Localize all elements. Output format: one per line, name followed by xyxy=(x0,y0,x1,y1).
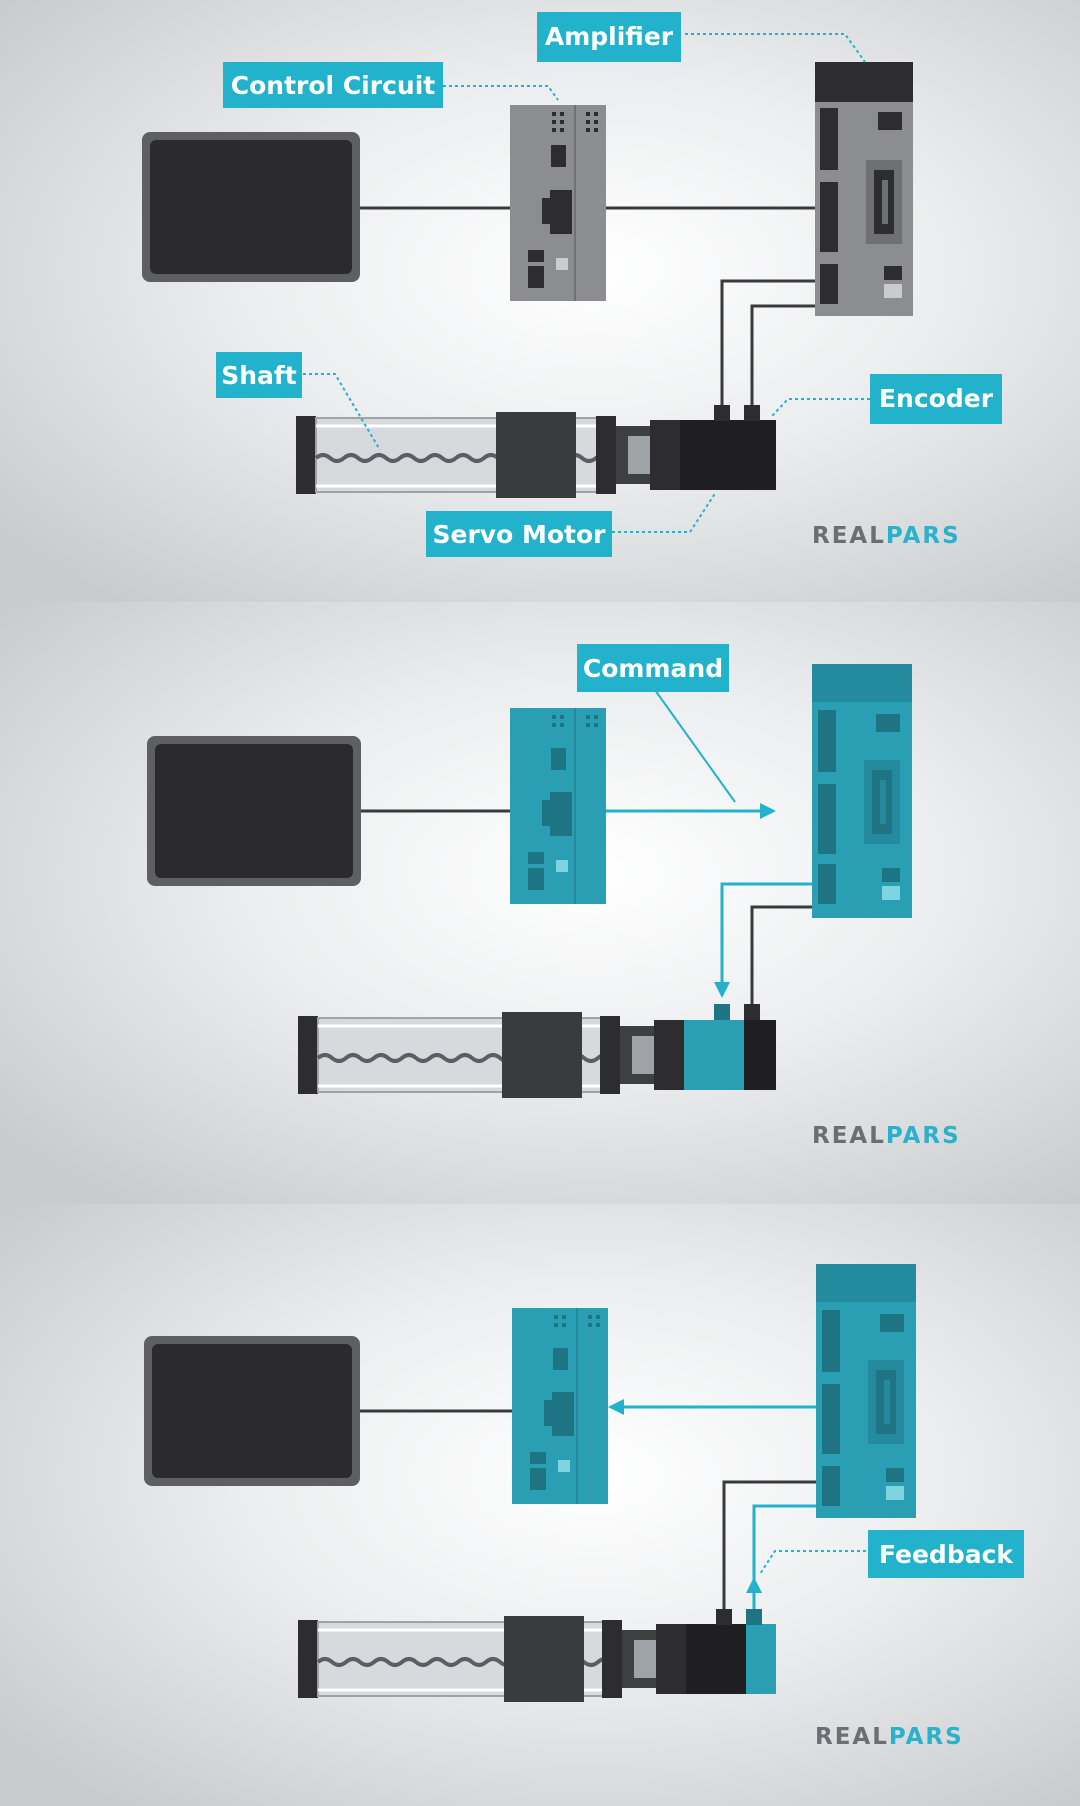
svg-text:Feedback: Feedback xyxy=(879,1540,1014,1569)
svg-text:Servo Motor: Servo Motor xyxy=(433,520,607,549)
amplifier-device xyxy=(816,1264,916,1518)
label-feedback: Feedback xyxy=(868,1530,1024,1578)
control-circuit-device xyxy=(510,105,606,301)
svg-text:Command: Command xyxy=(583,654,723,683)
linear-actuator xyxy=(296,412,616,498)
hmi-screen xyxy=(142,132,360,282)
components-diagram: Amplifier Control Circuit Shaft Encoder … xyxy=(142,12,1002,557)
control-circuit-device xyxy=(512,1308,608,1504)
amplifier-device xyxy=(815,62,913,316)
svg-text:Shaft: Shaft xyxy=(221,361,297,390)
linear-actuator xyxy=(298,1012,620,1098)
realpars-logo: REALPARS xyxy=(815,1724,964,1750)
panel-feedback: Feedback REALPARS xyxy=(0,1204,1080,1806)
servo-motor-device xyxy=(622,1609,776,1694)
panel-components: Amplifier Control Circuit Shaft Encoder … xyxy=(0,0,1080,602)
servo-motor-device xyxy=(616,405,776,490)
realpars-logo: REALPARS xyxy=(812,523,961,549)
hmi-screen xyxy=(144,1336,360,1486)
label-servo-motor: Servo Motor xyxy=(426,511,612,557)
svg-text:REALPARS: REALPARS xyxy=(815,1724,964,1750)
hmi-screen xyxy=(147,736,361,886)
svg-text:REALPARS: REALPARS xyxy=(812,523,961,549)
servo-motor-device xyxy=(620,1004,776,1090)
amplifier-device xyxy=(812,664,912,918)
svg-text:Control Circuit: Control Circuit xyxy=(231,71,435,100)
svg-text:REALPARS: REALPARS xyxy=(812,1123,961,1149)
control-circuit-device xyxy=(510,708,606,904)
feedback-signal-arrow xyxy=(608,1399,816,1609)
label-encoder: Encoder xyxy=(870,374,1002,424)
label-amplifier: Amplifier xyxy=(537,12,681,62)
label-command: Command xyxy=(577,644,729,692)
svg-text:Encoder: Encoder xyxy=(879,384,994,413)
feedback-diagram: Feedback REALPARS xyxy=(144,1264,1024,1750)
panel-command: Command REALPARS xyxy=(0,602,1080,1204)
label-shaft: Shaft xyxy=(216,352,302,398)
label-control-circuit: Control Circuit xyxy=(223,62,443,108)
svg-text:Amplifier: Amplifier xyxy=(545,22,674,51)
realpars-logo: REALPARS xyxy=(812,1123,961,1149)
command-signal-arrow xyxy=(606,689,812,998)
linear-actuator xyxy=(298,1616,622,1702)
command-diagram: Command REALPARS xyxy=(147,644,961,1149)
